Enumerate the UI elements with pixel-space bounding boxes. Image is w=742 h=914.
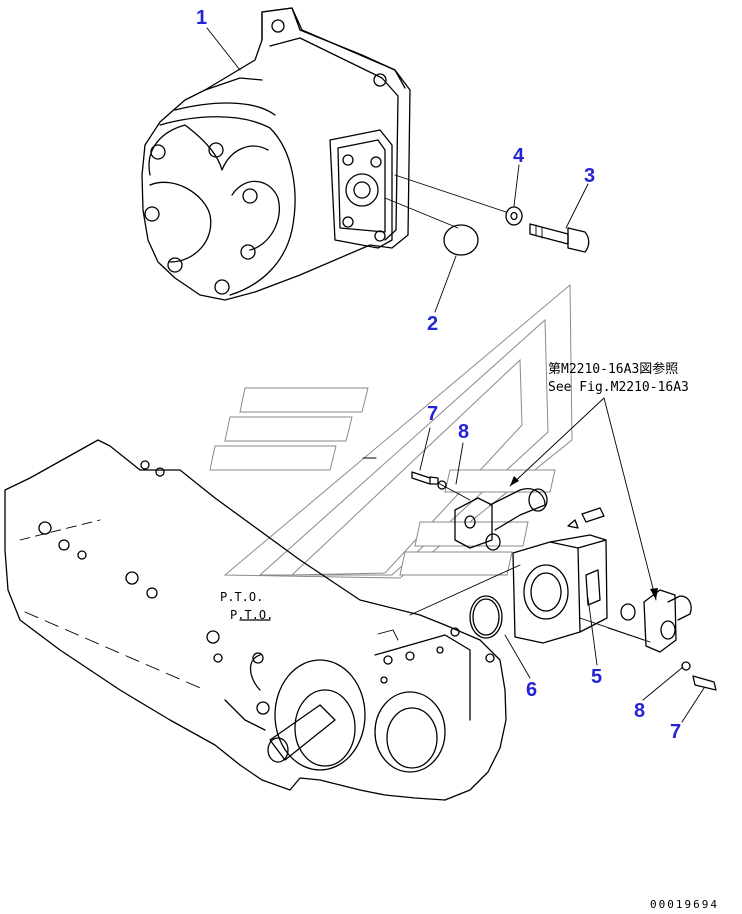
callout-8-lower: 8 xyxy=(634,700,645,722)
flange-fitting-lower xyxy=(567,507,717,691)
leader-lines xyxy=(206,27,705,723)
callout-3: 3 xyxy=(584,165,595,187)
pto-housing xyxy=(4,439,651,801)
pto-label-2: P.T.O. xyxy=(230,608,273,622)
washer-4 xyxy=(394,174,523,226)
o-ring-2 xyxy=(384,197,479,256)
reference-en: See Fig.M2210-16A3 xyxy=(548,380,689,395)
pto-label-1: P.T.O. xyxy=(220,590,263,604)
housing-label: P.T.O. P.T.O. xyxy=(220,590,273,622)
callout-6: 6 xyxy=(526,679,537,701)
bolt-3 xyxy=(529,223,590,253)
callouts: 1 2 3 4 5 6 7 8 8 7 xyxy=(196,7,681,743)
watermark-logo xyxy=(209,283,573,579)
callout-7-upper: 7 xyxy=(427,403,438,425)
callout-4: 4 xyxy=(513,145,525,167)
callout-7-lower: 7 xyxy=(670,721,681,743)
o-ring-6 xyxy=(469,595,503,639)
flange-fitting-upper xyxy=(411,471,548,551)
callout-2: 2 xyxy=(427,313,438,335)
reference-note: 第M2210-16A3図参照 See Fig.M2210-16A3 xyxy=(548,361,689,395)
callout-8-upper: 8 xyxy=(458,421,469,443)
reference-jp: 第M2210-16A3図参照 xyxy=(548,361,678,377)
callout-1: 1 xyxy=(196,7,207,29)
drawing-code: 00019694 xyxy=(650,898,719,911)
adapter-plate-5 xyxy=(512,534,608,644)
hydraulic-pump xyxy=(141,7,411,301)
callout-5: 5 xyxy=(591,666,602,688)
